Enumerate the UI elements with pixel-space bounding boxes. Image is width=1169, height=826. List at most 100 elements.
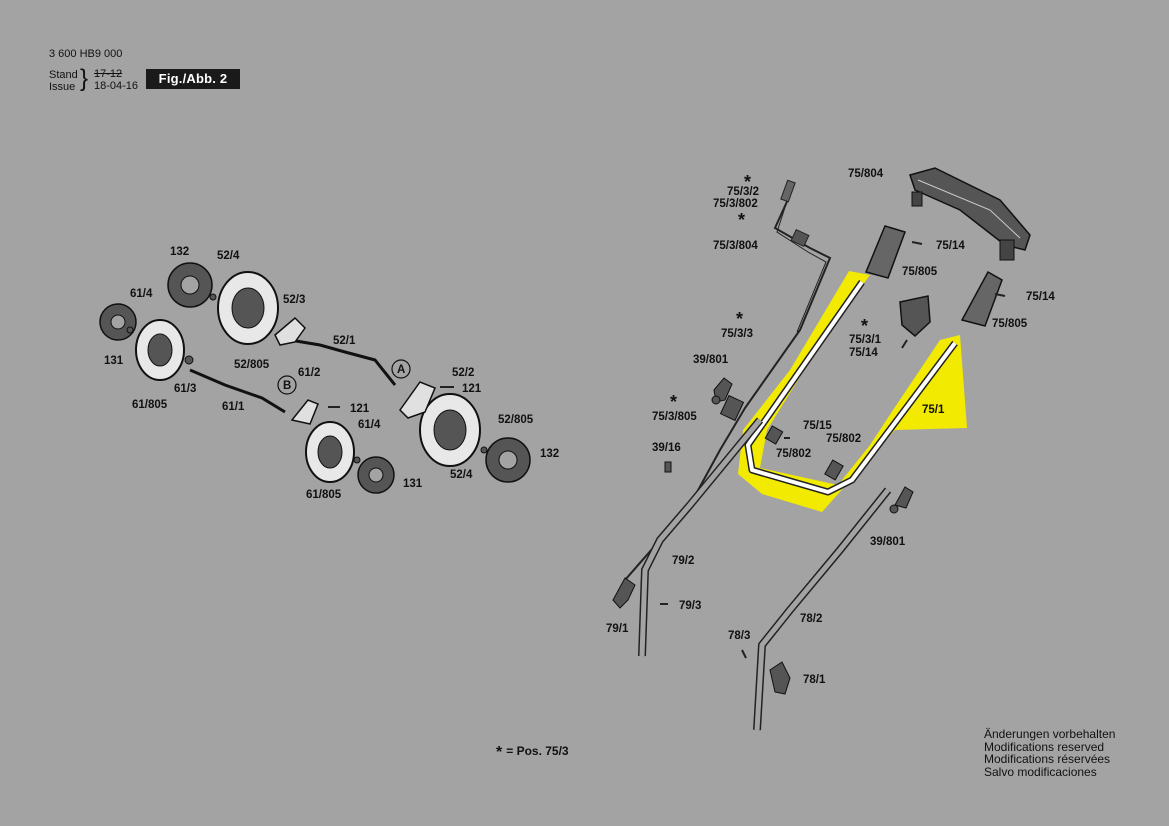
note-de: Änderungen vorbehalten <box>984 727 1116 741</box>
label-121-a: 121 <box>462 383 482 395</box>
label-132-a: 132 <box>170 246 189 258</box>
label-131-b: 131 <box>403 478 423 490</box>
cable-connector-75-3-804 <box>790 228 810 248</box>
label-75-3-2: 75/3/2 <box>727 186 759 198</box>
highlighted-handle-75-1 <box>738 271 967 512</box>
note-en: Modifications reserved <box>984 739 1105 754</box>
pin-39-16 <box>664 461 672 473</box>
legend-text: = Pos. 75/3 <box>506 744 569 758</box>
wheel-52-805-b <box>419 393 481 467</box>
label-75-805-a: 75/805 <box>902 266 938 278</box>
wheel-52-805-a <box>217 271 279 345</box>
screws <box>328 241 1006 659</box>
label-75-802-b: 75/802 <box>776 448 811 460</box>
modification-notes: Änderungen vorbehalten Modifications res… <box>984 728 1115 778</box>
callout-circle-a <box>391 359 411 379</box>
figure-label: Fig./Abb. 2 <box>146 69 240 89</box>
label-61-4-a: 61/4 <box>130 288 153 300</box>
label-75-3-802: 75/3/802 <box>713 198 758 210</box>
label-39-16: 39/16 <box>652 442 681 454</box>
legend-star: * <box>496 744 503 761</box>
top-grip-75-804 <box>909 167 1031 261</box>
label-61-1: 61/1 <box>222 401 245 413</box>
hubcap-131-b <box>357 456 395 494</box>
callout-circle-b <box>277 375 297 395</box>
label-78-3: 78/3 <box>728 630 750 642</box>
label-52-2: 52/2 <box>452 367 474 379</box>
hubcap-131-a <box>99 303 137 341</box>
issue-date: 18-04-16 <box>94 80 139 92</box>
star-75-3-1: * <box>861 316 868 336</box>
cable-clip-75-3-2 <box>780 179 796 203</box>
clamp-78-1 <box>769 661 791 695</box>
wheel-assembly <box>99 262 531 494</box>
label-52-4-b: 52/4 <box>450 469 473 481</box>
wheel-61-805-b <box>305 421 355 483</box>
label-79-3: 79/3 <box>679 600 701 612</box>
label-52-805-b: 52/805 <box>498 414 534 426</box>
label-75-3-1: 75/3/1 <box>849 334 882 346</box>
label-b: B <box>283 380 291 392</box>
label-75-805-b: 75/805 <box>992 318 1028 330</box>
axle-52-1 <box>289 338 397 386</box>
label-61-4-b: 61/4 <box>358 419 381 431</box>
clip-75-802 <box>824 459 844 481</box>
legend: *= Pos. 75/3 <box>496 744 569 762</box>
label-61-3: 61/3 <box>174 383 196 395</box>
issue-label: Issue <box>49 81 76 93</box>
knob-39-801-left <box>711 377 733 405</box>
clamp-79-1 <box>612 577 636 609</box>
label-132-b: 132 <box>540 448 559 460</box>
lower-frame-tubes <box>638 417 892 731</box>
stand-label: Stand <box>49 69 78 81</box>
sleeve-75-805-lower <box>960 270 1003 327</box>
label-52-1: 52/1 <box>333 335 356 347</box>
clip-75-15 <box>764 425 784 445</box>
knob-39-801-right <box>889 486 914 514</box>
label-61-805-a: 61/805 <box>132 399 168 411</box>
label-75-14-c: 75/14 <box>849 347 878 359</box>
label-75-15: 75/15 <box>803 420 832 432</box>
sleeve-75-805-upper <box>864 225 906 279</box>
tube-79-2-inner <box>639 418 762 657</box>
label-75-3-3: 75/3/3 <box>721 328 753 340</box>
star-75-3-805: * <box>670 392 677 412</box>
note-fr: Modifications réservées <box>984 752 1111 766</box>
hubcap-132-a <box>167 262 213 308</box>
label-131-a: 131 <box>104 355 124 367</box>
label-79-2: 79/2 <box>672 555 694 567</box>
label-78-1: 78/1 <box>803 674 826 686</box>
label-79-1: 79/1 <box>606 623 629 635</box>
clip-75-3-1 <box>899 295 931 338</box>
handle-tube-inner <box>746 280 957 494</box>
tube-78-2 <box>753 487 892 731</box>
label-52-3: 52/3 <box>283 294 305 306</box>
label-52-805-a: 52/805 <box>234 359 270 371</box>
bracket-52-2 <box>399 381 436 419</box>
stand-date: 17-12 <box>94 68 123 80</box>
label-75-3-804: 75/3/804 <box>713 240 758 252</box>
brace-glyph: } <box>80 65 89 92</box>
label-39-801-a: 39/801 <box>693 354 729 366</box>
label-61-805-b: 61/805 <box>306 489 342 501</box>
tube-78-2-inner <box>754 488 890 731</box>
star-75-3-804: * <box>738 210 745 230</box>
star-75-3-3: * <box>736 309 743 329</box>
cable-inner <box>776 194 827 333</box>
label-75-3-805: 75/3/805 <box>652 411 697 423</box>
part-labels: 132 52/4 61/4 52/3 131 52/805 61/805 61/… <box>104 168 1055 686</box>
label-121-b: 121 <box>350 403 370 415</box>
hubcap-132-b <box>485 437 531 483</box>
label-75-14-b: 75/14 <box>1026 291 1055 303</box>
note-es: Salvo modificaciones <box>984 764 1097 779</box>
label-61-2: 61/2 <box>298 367 320 379</box>
bracket-61-2 <box>290 399 319 425</box>
bracket-75-3-805 <box>719 394 745 422</box>
label-75-804: 75/804 <box>848 168 884 180</box>
axle-61-1 <box>189 368 286 414</box>
document-number: 3 600 HB9 000 <box>49 48 123 60</box>
star-75-3-2: * <box>744 172 751 192</box>
label-78-2: 78/2 <box>800 613 822 625</box>
wheel-61-805-a <box>135 319 185 381</box>
